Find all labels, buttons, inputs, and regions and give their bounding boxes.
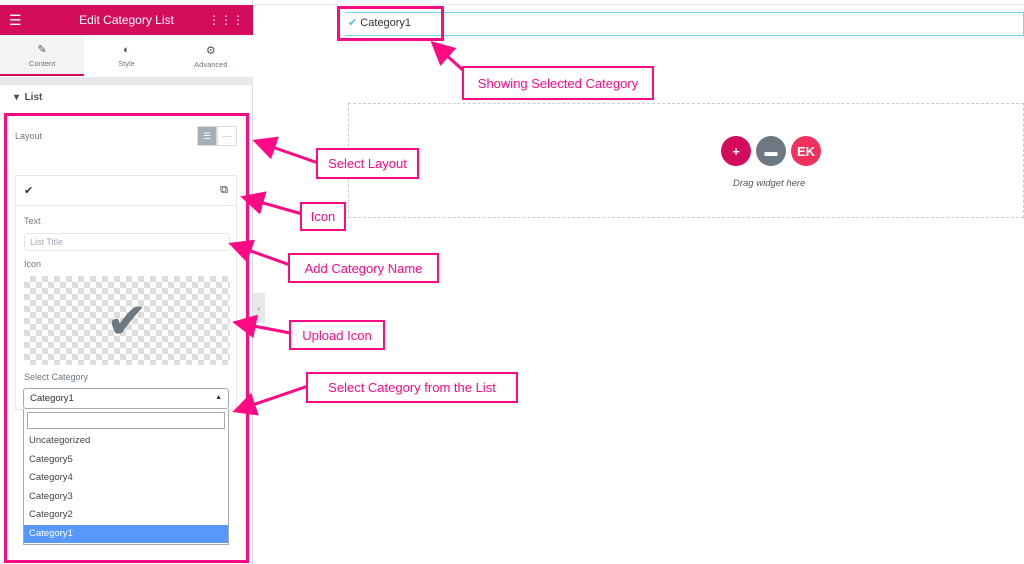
repeater-item: ✔ ⧉ Text List Title Icon ✔ Select Catego… bbox=[15, 175, 237, 410]
list-layout-icon[interactable]: ☰ bbox=[197, 126, 217, 146]
option-category3[interactable]: Category3 bbox=[29, 490, 73, 502]
annotation-select-category: Select Category from the List bbox=[306, 372, 518, 403]
icon-label: Icon bbox=[24, 259, 42, 269]
tab-content[interactable]: ✎ Content bbox=[0, 36, 85, 76]
drag-hint: Drag widget here bbox=[733, 178, 806, 189]
repeater-item-header[interactable]: ✔ ⧉ bbox=[16, 176, 236, 206]
category-list-widget[interactable]: ✔ Category1 bbox=[348, 16, 411, 29]
text-label: Text bbox=[24, 216, 41, 226]
caret-up-icon: ▲ bbox=[215, 394, 222, 401]
pencil-icon: ✎ bbox=[37, 43, 47, 56]
category-dropdown: Uncategorized Category5 Category4 Catego… bbox=[23, 409, 229, 545]
tab-advanced[interactable]: ⚙ Advanced bbox=[169, 36, 253, 76]
arrow bbox=[232, 314, 291, 339]
dropdown-search-input[interactable] bbox=[27, 412, 225, 429]
section-list-toggle[interactable]: ▾ List bbox=[14, 92, 43, 103]
contrast-icon: ◐ bbox=[123, 44, 130, 56]
check-icon: ✔ bbox=[24, 185, 34, 197]
hamburger-menu-icon[interactable]: ☰ bbox=[9, 11, 22, 28]
section-title: List bbox=[24, 92, 43, 103]
category-item: Category1 bbox=[360, 17, 412, 29]
annotation-selected-category: Showing Selected Category bbox=[462, 66, 654, 100]
arrow bbox=[232, 384, 309, 416]
annotation-box-category bbox=[337, 6, 444, 41]
option-category5[interactable]: Category5 bbox=[29, 453, 73, 465]
panel-header: ☰ Edit Category List ⋮⋮⋮ bbox=[0, 5, 253, 35]
add-section-plus-icon[interactable]: + bbox=[721, 136, 751, 166]
check-icon: ✔ bbox=[106, 292, 148, 349]
check-icon: ✔ bbox=[348, 17, 358, 29]
inline-layout-icon[interactable]: ··· bbox=[217, 126, 237, 146]
editor-panel: ☰ Edit Category List ⋮⋮⋮ ✎ Content ◐ Style… bbox=[0, 0, 253, 564]
panel-tabs: ✎ Content ◐ Style ⚙ Advanced bbox=[0, 36, 253, 76]
grid-apps-icon[interactable]: ⋮⋮⋮ bbox=[208, 13, 244, 27]
option-category1[interactable]: Category1 bbox=[24, 524, 228, 543]
icon-picker[interactable]: ✔ bbox=[24, 276, 230, 365]
select-category-label: Select Category bbox=[24, 372, 89, 382]
divider bbox=[0, 77, 253, 85]
selected-value: Category1 bbox=[30, 393, 74, 404]
option-uncategorized[interactable]: Uncategorized bbox=[29, 435, 91, 446]
arrow bbox=[228, 239, 291, 267]
add-section-buttons: + ▬ EK bbox=[721, 136, 821, 166]
canvas-top-border bbox=[253, 4, 1024, 5]
template-folder-icon[interactable]: ▬ bbox=[756, 136, 786, 166]
arrow bbox=[252, 136, 319, 165]
option-category2[interactable]: Category2 bbox=[29, 509, 73, 520]
layout-label: Layout bbox=[15, 131, 43, 141]
annotation-add-category-name: Add Category Name bbox=[288, 253, 439, 283]
option-category4[interactable]: Category4 bbox=[29, 472, 73, 483]
arrow bbox=[430, 40, 467, 74]
annotation-icon: Icon bbox=[300, 202, 346, 231]
annotation-select-layout: Select Layout bbox=[316, 148, 419, 179]
arrow bbox=[240, 191, 303, 216]
category-select[interactable]: Category1 ▲ bbox=[23, 388, 229, 409]
panel-title: Edit Category List bbox=[79, 13, 174, 27]
duplicate-icon[interactable]: ⧉ bbox=[220, 184, 228, 196]
elementskit-logo-icon[interactable]: EK bbox=[791, 136, 821, 166]
gear-icon: ⚙ bbox=[205, 44, 216, 57]
tab-style[interactable]: ◐ Style bbox=[84, 36, 168, 76]
tab-label: Style bbox=[118, 59, 135, 68]
layout-choices: ☰ ··· bbox=[197, 126, 237, 146]
annotation-upload-icon: Upload Icon bbox=[289, 320, 385, 350]
tab-label: Content bbox=[29, 58, 56, 68]
tab-label: Advanced bbox=[194, 59, 228, 69]
